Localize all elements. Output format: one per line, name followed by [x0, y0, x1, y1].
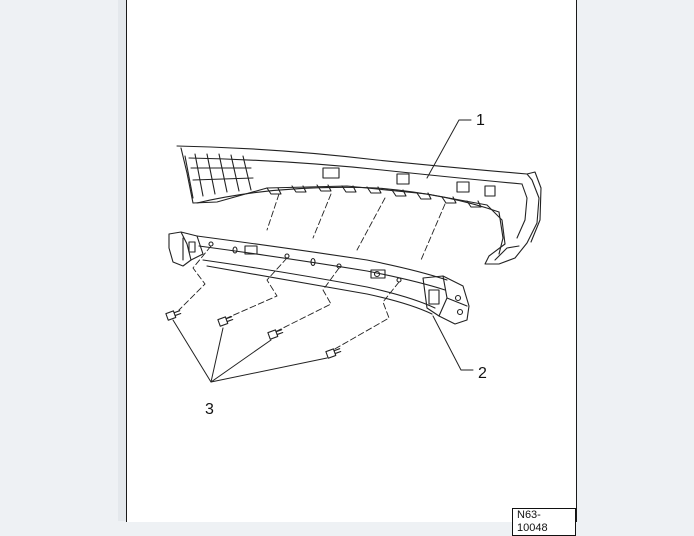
viewer-right-margin — [577, 0, 694, 521]
callout-3-label: 3 — [205, 401, 214, 418]
bumper-carrier-drawing — [168, 231, 470, 325]
viewer-left-margin — [0, 0, 118, 521]
viewer-gutter — [118, 0, 127, 521]
callout-1-label: 1 — [476, 112, 485, 129]
alignment-lines — [266, 193, 446, 261]
bumper-cover-drawing — [176, 145, 542, 265]
figure-id-label: N63-10048 — [512, 508, 576, 536]
bolt-drawings — [165, 310, 342, 359]
bumper-exploded-diagram — [165, 119, 542, 383]
document-page: 1 2 3 N63-10048 — [126, 0, 577, 536]
callout-2-label: 2 — [478, 365, 487, 382]
